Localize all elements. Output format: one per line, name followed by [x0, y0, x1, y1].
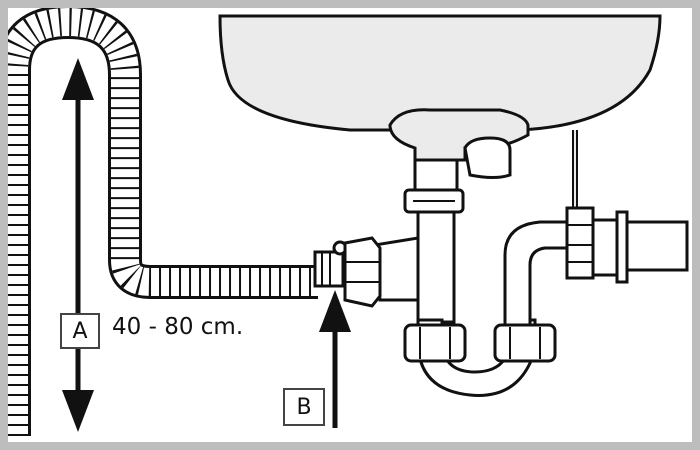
label-b: B — [283, 388, 325, 426]
drain-neck — [388, 108, 530, 162]
outlet-pipe — [619, 220, 689, 272]
trap-nut-right — [493, 323, 557, 363]
arrow-b-head-up — [319, 290, 351, 332]
inlet-nut — [343, 236, 382, 308]
label-a: A — [60, 313, 100, 349]
arrow-a-head-down — [62, 390, 94, 432]
trap-nut-left — [403, 323, 467, 363]
outlet-nut — [565, 206, 595, 280]
drain-hose-ribs — [0, 8, 318, 436]
arrow-a-head-up — [62, 58, 94, 100]
height-range-text: 40 - 80 cm. — [112, 314, 244, 340]
outlet-riser — [503, 220, 577, 327]
